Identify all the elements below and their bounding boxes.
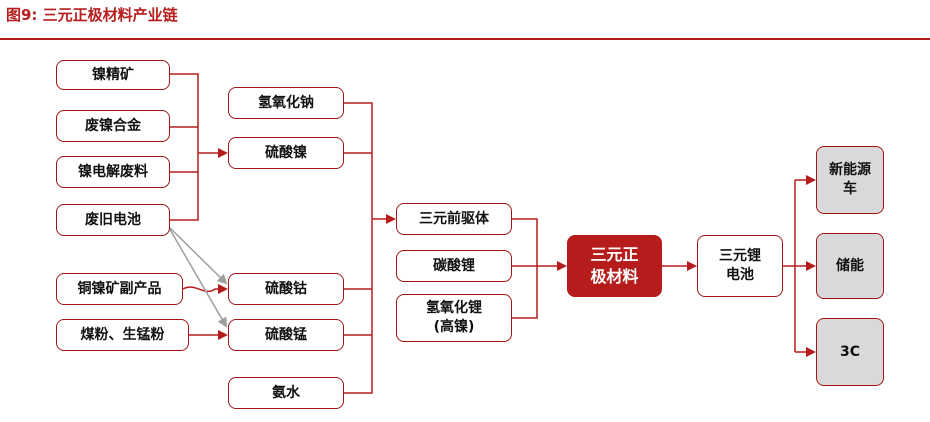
node-copper-nickel-byproduct: 铜镍矿副产品 [56,273,183,305]
node-ternary-precursor: 三元前驱体 [396,203,512,235]
right-bracket [512,218,538,319]
node-energy-storage: 储能 [816,233,884,299]
arrow-to-cobalt-sulfate [182,284,228,294]
node-3c: 3C [816,318,884,386]
node-ammonia-water: 氨水 [228,377,344,409]
node-cobalt-sulfate: 硫酸钴 [228,273,344,305]
node-ternary-li-battery: 三元锂 电池 [697,235,783,297]
node-lithium-hydroxide: 氢氧化锂 (高镍) [396,294,512,342]
node-waste-battery: 废旧电池 [56,204,170,236]
middle-bracket [344,102,373,394]
node-nickel-electrolysis-waste: 镍电解废料 [56,156,170,188]
node-nickel-sulfate: 硫酸镍 [228,137,344,169]
node-ternary-cathode: 三元正 极材料 [567,235,662,297]
node-manganese-sulfate: 硫酸锰 [228,319,344,351]
title-divider [0,38,930,40]
node-lithium-carbonate: 碳酸锂 [396,250,512,282]
node-coal-powder-manganese: 煤粉、生锰粉 [56,319,189,351]
node-sodium-hydroxide: 氢氧化钠 [228,87,344,119]
gray-arrow-to-cobalt [167,225,228,285]
source-bracket [170,73,199,221]
node-nev: 新能源 车 [816,146,884,214]
node-scrap-nickel-alloy: 废镍合金 [56,110,170,142]
gray-arrow-to-manganese [167,225,228,328]
figure-title: 图9: 三元正极材料产业链 [6,6,178,24]
node-nickel-ore: 镍精矿 [56,60,170,90]
